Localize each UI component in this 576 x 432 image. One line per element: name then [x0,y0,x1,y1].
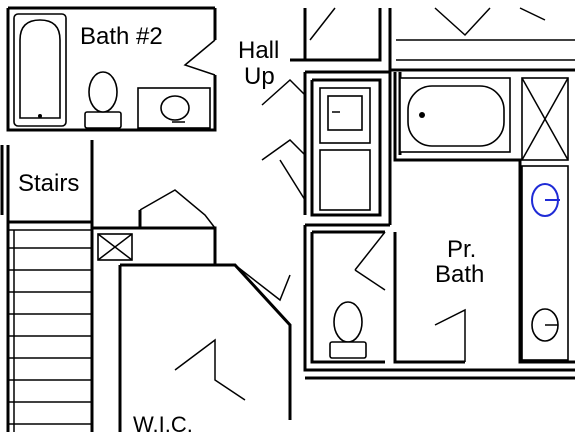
linen-closet-icon [97,233,133,261]
bathtub-icon [13,13,67,127]
room-label-wic: W.I.C. [133,412,193,432]
dryer-icon [319,149,371,211]
shower-icon [521,77,569,161]
stair-treads [8,229,92,432]
washer-icon [319,87,371,144]
sink-icon [531,308,559,342]
room-label-primary-bath: Pr. [447,236,476,263]
hall-band [396,39,575,61]
room-label-bath2: Bath #2 [80,23,163,50]
toilet-icon [329,301,367,359]
room-label-hall-up: Up [244,63,275,90]
toilet-icon [84,71,122,129]
sink-icon [531,183,560,217]
room-label-primary-bath-2: Bath [435,261,484,288]
walls [0,6,575,432]
room-label-stairs: Stairs [18,170,79,197]
sink-icon [137,87,211,129]
door-swings [139,7,546,401]
bathtub-icon [399,77,511,153]
room-label-hall: Hall [238,37,279,64]
